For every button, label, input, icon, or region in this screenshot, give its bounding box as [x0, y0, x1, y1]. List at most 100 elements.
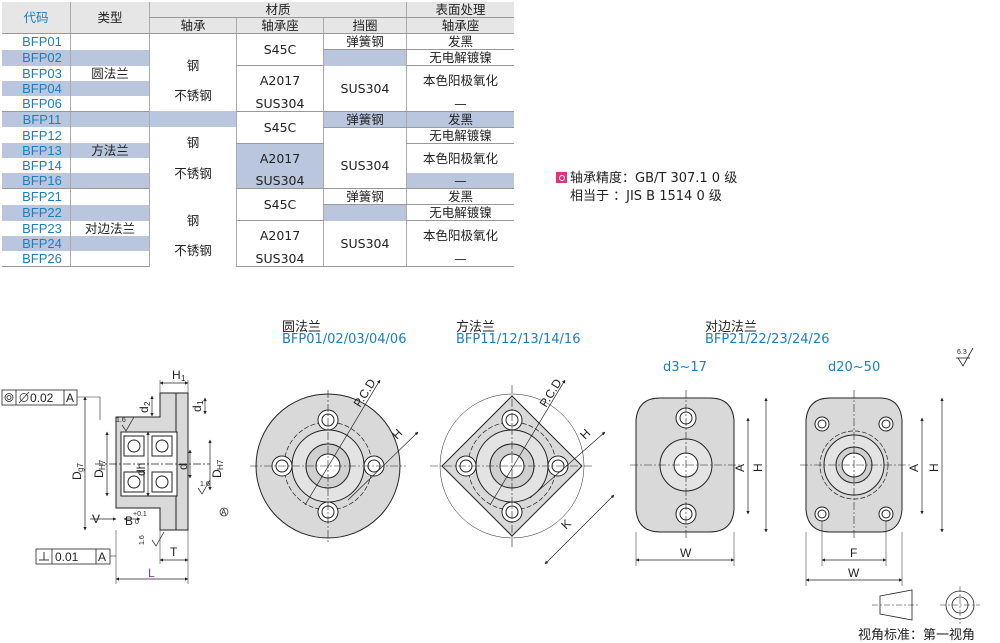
coaxiality-datum: A — [66, 391, 74, 405]
code-cell: BFP04 — [2, 80, 71, 96]
side-flange-codes: BFP21/22/23/24/26 — [705, 332, 830, 347]
code-cell: BFP01 — [22, 34, 62, 50]
square-flange-codes: BFP11/12/13/14/16 — [456, 332, 581, 347]
side-flange-large-drawing — [800, 390, 944, 586]
dim-V: V — [92, 512, 100, 526]
square-flange-title: 方法兰 — [456, 320, 496, 335]
header-code: 代码 — [2, 2, 71, 34]
bearing-cell: 钢 — [149, 204, 237, 236]
header-housing: 轴承座 — [236, 17, 324, 34]
code-cell: BFP26 — [2, 250, 71, 267]
surface-cell: — — [406, 250, 514, 267]
bearing-cell: 钢 — [149, 127, 237, 158]
retainer-cell: SUS304 — [323, 65, 407, 112]
dim-B-tol-zero: 0 — [135, 519, 139, 526]
code-cell: BFP03 — [22, 65, 62, 81]
projection-standard: 视角标准：第一视角 — [858, 628, 976, 643]
small-W-label: W — [680, 546, 692, 560]
code-cell: BFP02 — [2, 49, 71, 66]
precision-line: 轴承精度：GB/T 307.1 0 级 — [570, 171, 738, 186]
dim-B: B — [125, 514, 133, 528]
roughness-3: 1.6 — [139, 535, 146, 545]
surface-cell: 无电解镀镍 — [406, 127, 514, 144]
small-H-label: H — [751, 463, 765, 472]
dim-d: d — [176, 463, 190, 470]
surface-cell: 本色阳极氧化 — [406, 65, 514, 96]
code-cell: BFP14 — [22, 158, 62, 173]
square-K-label: K — [558, 517, 574, 533]
housing-cell: A2017 — [236, 220, 324, 251]
large-A-label: A — [907, 464, 921, 472]
dim-d2-sub: 2 — [143, 401, 152, 406]
perpendicularity-datum: A — [98, 550, 106, 564]
code-cell: BFP11 — [2, 111, 71, 127]
code-cell: BFP24 — [2, 235, 71, 251]
code-cell: BFP22 — [2, 204, 71, 221]
housing-cell: S45C — [236, 188, 324, 221]
coaxiality-icon — [4, 393, 14, 402]
dim-H1-sub: 1 — [181, 374, 186, 383]
round-pcd-label: P.C.D — [351, 376, 379, 410]
dim-Dg7: D — [70, 471, 84, 480]
side-section-view — [76, 380, 229, 584]
perpendicularity-frame: 0.01 A — [35, 548, 111, 565]
dim-DH7: D — [92, 469, 106, 478]
precision-marker-icon — [556, 172, 567, 183]
round-flange-title: 圆法兰 — [282, 320, 322, 335]
dim-H1: H — [172, 368, 181, 382]
surface-cell: 发黑 — [406, 188, 514, 205]
code-cell: BFP13 — [2, 143, 71, 158]
square-H-label: H — [577, 426, 593, 442]
surface-cell: 本色阳极氧化 — [406, 143, 514, 173]
surface-cell: 无电解镀镍 — [406, 204, 514, 221]
housing-cell: SUS304 — [236, 173, 324, 189]
side-flange-large-range: d20~50 — [828, 360, 881, 375]
square-pcd-label: P.C.D — [537, 376, 565, 410]
perpendicularity-value: 0.01 — [55, 550, 79, 564]
header-type: 类型 — [70, 2, 150, 34]
header-surface: 表面处理 — [406, 2, 514, 18]
bearing-cell: 钢 — [149, 49, 237, 81]
surface-cell: 无电解镀镍 — [406, 49, 514, 66]
square-flange-drawing — [430, 379, 615, 565]
round-flange-drawing — [250, 379, 419, 542]
large-W-label: W — [848, 566, 860, 580]
housing-cell: A2017 — [236, 65, 324, 96]
housing-cell: S45C — [236, 111, 324, 144]
coaxiality-frame: 0.02 A — [1, 389, 78, 406]
header-surface-housing: 轴承座 — [406, 17, 514, 34]
equivalent-line: 相当于 ：JIS B 1514 0 级 — [570, 189, 722, 204]
header-retainer: 挡圈 — [323, 17, 407, 34]
dim-L: L — [148, 566, 155, 580]
surface-cell: 本色阳极氧化 — [406, 220, 514, 251]
surface-cell: — — [406, 173, 514, 189]
type-cell: 方法兰 — [70, 143, 150, 158]
code-cell: BFP12 — [22, 127, 62, 143]
roughness-1: 1.6 — [116, 417, 126, 424]
housing-cell: S45C — [236, 33, 324, 66]
perpendicularity-icon — [39, 552, 49, 561]
dim-d2: d — [137, 406, 151, 413]
retainer-cell: 弹簧钢 — [323, 111, 407, 128]
dim-DH7-right: D — [210, 469, 224, 478]
code-cell: BFP23 — [22, 220, 62, 236]
precision-note: 轴承精度：GB/T 307.1 0 级 相当于 ：JIS B 1514 0 级 — [556, 170, 737, 206]
housing-cell: SUS304 — [236, 95, 324, 112]
type-cell: 对边法兰 — [70, 220, 150, 236]
round-flange-codes: BFP01/02/03/04/06 — [282, 332, 407, 347]
dim-dh: dh — [134, 463, 148, 476]
retainer-cell: SUS304 — [323, 143, 407, 189]
large-F-label: F — [850, 546, 857, 560]
surface-cell: 发黑 — [406, 33, 514, 50]
code-cell: BFP06 — [2, 95, 71, 112]
dim-DH7-right-sub: H7 — [216, 459, 225, 470]
dim-d1: d — [190, 405, 204, 412]
retainer-cell: 弹簧钢 — [323, 188, 407, 205]
roughness-2: 1.6 — [200, 481, 210, 488]
code-cell: BFP16 — [2, 173, 71, 189]
header-bearing: 轴承 — [149, 17, 237, 34]
bearing-cell: 不锈钢 — [149, 235, 237, 266]
roughness-symbol-icon — [956, 347, 974, 367]
code-cell: BFP21 — [22, 189, 62, 205]
